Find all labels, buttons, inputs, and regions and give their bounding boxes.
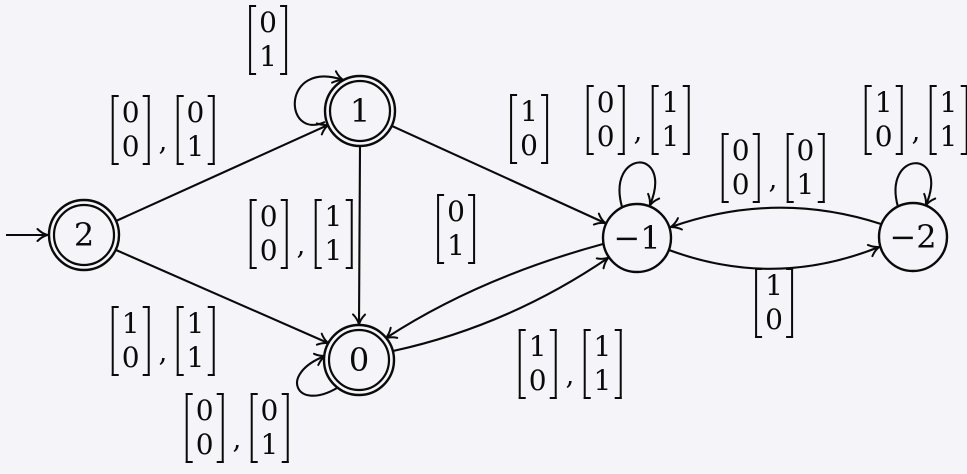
edge-1-to-0: [359, 146, 360, 324]
edge--1-to--2: [668, 247, 879, 270]
state-0: 0: [322, 323, 396, 397]
state-label-0: 0: [349, 341, 369, 379]
edge--1-to-0: [386, 242, 604, 338]
state-label--1: −1: [613, 219, 660, 257]
state-inner-circle: [328, 79, 392, 143]
state-inner-circle: [52, 203, 116, 267]
state-outer-circle: [323, 74, 397, 148]
state-circle: [877, 201, 949, 273]
edge-2-to-0: [115, 249, 328, 343]
edge--2-to--1: [671, 206, 882, 227]
state-outer-circle: [322, 323, 396, 397]
state-1: 1: [323, 74, 397, 148]
edge-0-to--1: [392, 258, 608, 353]
state--1: −1: [601, 202, 673, 274]
loop--1: [618, 161, 656, 207]
loop--2: [894, 162, 932, 207]
state-outer-circle: [47, 198, 121, 272]
edge-1-to--1: [391, 125, 605, 223]
loop-0: [296, 356, 338, 397]
state-circle: [601, 202, 673, 274]
state--2: −2: [877, 201, 949, 273]
state-label-1: 1: [350, 92, 370, 130]
loop-1: [293, 77, 343, 126]
state-2: 2: [47, 198, 121, 272]
state-inner-circle: [327, 328, 391, 392]
state-label--2: −2: [889, 218, 936, 256]
state-label-2: 2: [74, 216, 94, 254]
edge-2-to-1: [115, 125, 328, 222]
